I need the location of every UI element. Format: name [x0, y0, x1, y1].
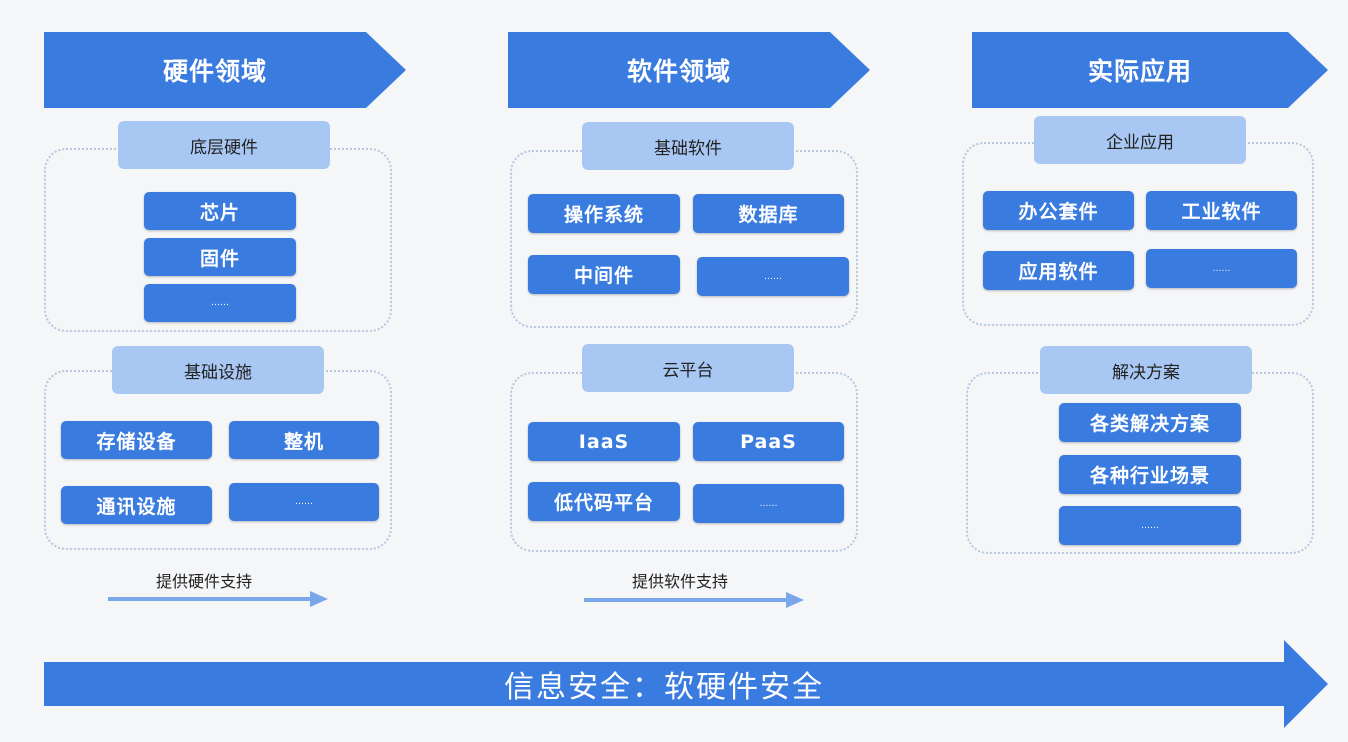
hardware-item-firmware: 固件 [144, 238, 296, 276]
hardware-item-chip: 芯片 [144, 192, 296, 230]
hardware-item-server: 整机 [229, 421, 379, 459]
software-group-1-title: 基础软件 [582, 122, 794, 170]
hardware-item-storage: 存储设备 [61, 421, 212, 459]
software-item-paas: PaaS [693, 422, 844, 461]
hardware-support-note: 提供硬件支持 [156, 572, 253, 591]
hardware-support-arrow [108, 591, 328, 607]
security-banner-text: 信息安全：软硬件安全 [504, 670, 824, 705]
application-group-1-title: 企业应用 [1034, 116, 1246, 164]
application-item-office: 办公套件 [983, 191, 1134, 230]
application-item-solutions: 各类解决方案 [1059, 403, 1241, 442]
application-item-industrial: 工业软件 [1146, 191, 1297, 230]
hardware-item-communication: 通讯设施 [61, 486, 212, 524]
software-item-middleware: 中间件 [528, 255, 680, 294]
software-group-2-frame [510, 372, 858, 552]
hardware-item-more-2: …… [229, 483, 379, 521]
application-item-more: …… [1146, 249, 1297, 288]
software-item-iaas: IaaS [528, 422, 680, 461]
application-header: 实际应用 [972, 32, 1328, 108]
hardware-group-2-title: 基础设施 [112, 346, 324, 394]
software-title: 软件领域 [626, 57, 731, 86]
security-banner: 信息安全：软硬件安全 [44, 640, 1328, 728]
application-group-2-title: 解决方案 [1040, 346, 1252, 394]
hardware-header: 硬件领域 [44, 32, 406, 108]
application-group-1-frame [962, 142, 1314, 326]
software-support-note: 提供软件支持 [632, 572, 729, 591]
application-title: 实际应用 [1087, 57, 1192, 86]
bottom-arrow-shape [44, 640, 1328, 728]
application-item-app-software: 应用软件 [983, 251, 1134, 290]
software-item-os: 操作系统 [528, 194, 680, 233]
software-group-2-title: 云平台 [582, 344, 794, 392]
hardware-item-more: …… [144, 284, 296, 322]
arrow-banner-shape [44, 32, 406, 108]
software-item-more-2: …… [693, 484, 844, 523]
application-item-industry-scenes: 各种行业场景 [1059, 455, 1241, 494]
application-item-more-2: …… [1059, 506, 1241, 545]
software-item-more: …… [697, 257, 849, 296]
hardware-title: 硬件领域 [162, 57, 267, 86]
software-item-low-code: 低代码平台 [528, 482, 680, 521]
hardware-group-1-title: 底层硬件 [118, 121, 330, 169]
arrow-banner-shape [972, 32, 1328, 108]
software-item-database: 数据库 [693, 194, 844, 233]
software-support-arrow [584, 592, 804, 608]
software-header: 软件领域 [508, 32, 870, 108]
arrow-banner-shape [508, 32, 870, 108]
software-group-1-frame [510, 150, 858, 328]
